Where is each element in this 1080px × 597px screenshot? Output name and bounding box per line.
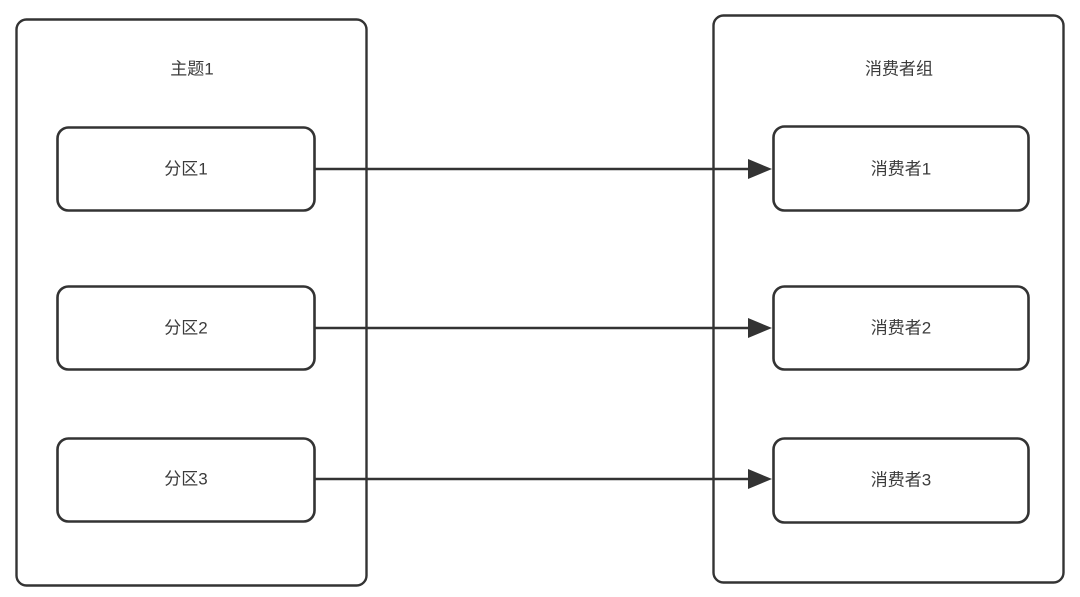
node-consumer-2[interactable]: 消费者2	[772, 285, 1030, 371]
node-partition-1-label: 分区1	[164, 159, 207, 178]
node-partition-1[interactable]: 分区1	[56, 126, 316, 212]
node-partition-3-label: 分区3	[164, 469, 207, 488]
node-consumer-1[interactable]: 消费者1	[772, 125, 1030, 212]
edge-2-arrowhead-icon	[748, 318, 772, 338]
node-consumer-3-border[interactable]	[772, 437, 1030, 524]
group-topic-title: 主题1	[170, 59, 213, 78]
edge-partition3-to-consumer3[interactable]	[314, 469, 772, 489]
node-consumer-1-label: 消费者1	[871, 159, 931, 178]
node-consumer-1-border[interactable]	[772, 125, 1030, 212]
group-consumer-title: 消费者组	[865, 59, 933, 78]
node-consumer-2-border[interactable]	[772, 285, 1030, 371]
node-consumer-2-label: 消费者2	[871, 318, 931, 337]
node-consumer-3[interactable]: 消费者3	[772, 437, 1030, 524]
edge-partition1-to-consumer1[interactable]	[314, 159, 772, 179]
node-consumer-3-label: 消费者3	[871, 470, 931, 489]
edge-partition2-to-consumer2[interactable]	[314, 318, 772, 338]
node-partition-3[interactable]: 分区3	[56, 437, 316, 523]
node-partition-2-label: 分区2	[164, 318, 207, 337]
edge-3-arrowhead-icon	[748, 469, 772, 489]
node-partition-2[interactable]: 分区2	[56, 285, 316, 371]
edge-1-arrowhead-icon	[748, 159, 772, 179]
